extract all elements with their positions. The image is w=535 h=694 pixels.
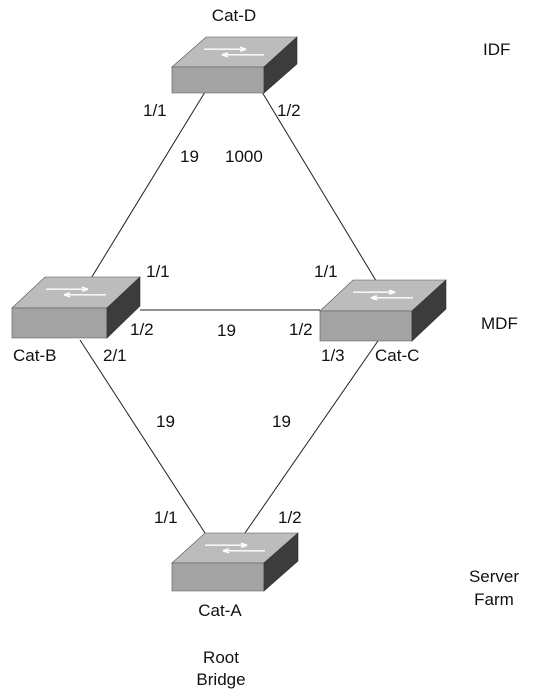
port-label-catb-1-1: 1/1 <box>146 262 170 281</box>
switch-cat-c-icon[interactable] <box>319 279 447 342</box>
switch-label-cat-c: Cat-C <box>375 346 420 365</box>
tier-label-server-farm-line2: Farm <box>474 590 514 609</box>
cost-label-catc-cata: 19 <box>272 412 291 431</box>
tier-label-idf: IDF <box>483 40 511 59</box>
port-label-catc-1-1: 1/1 <box>314 262 338 281</box>
link-catd-catb <box>89 91 206 281</box>
switch-cat-b-icon[interactable] <box>11 276 141 339</box>
switch-label-cat-d: Cat-D <box>211 6 257 25</box>
root-bridge-label-line2: Bridge <box>196 670 246 689</box>
cost-label-catb-cata: 19 <box>156 412 175 431</box>
port-label-catd-1-1: 1/1 <box>143 101 167 120</box>
link-catd-catc <box>261 91 379 285</box>
port-label-cata-1-1: 1/1 <box>154 508 178 527</box>
switch-label-cat-a: Cat-A <box>198 601 242 620</box>
link-catc-cata <box>244 337 381 534</box>
port-label-catc-1-3: 1/3 <box>321 346 345 365</box>
port-label-catd-1-2: 1/2 <box>277 101 301 120</box>
cost-label-catd-catb: 19 <box>180 147 199 166</box>
port-label-catb-1-2: 1/2 <box>130 320 154 339</box>
tier-label-mdf: MDF <box>481 314 518 333</box>
port-label-catc-1-2: 1/2 <box>289 320 313 339</box>
cost-label-catb-catc: 19 <box>217 321 236 340</box>
root-bridge-label-line1: Root <box>203 648 239 667</box>
port-label-catb-2-1: 2/1 <box>103 346 127 365</box>
switch-label-cat-b: Cat-B <box>13 346 57 365</box>
port-label-cata-1-2: 1/2 <box>278 508 302 527</box>
cost-label-catd-catc: 1000 <box>225 147 263 166</box>
switch-cat-d-icon[interactable] <box>171 36 298 94</box>
link-catb-cata <box>79 339 206 534</box>
tier-label-server-farm-line1: Server <box>468 567 520 586</box>
switch-cat-a-icon[interactable] <box>171 532 299 592</box>
